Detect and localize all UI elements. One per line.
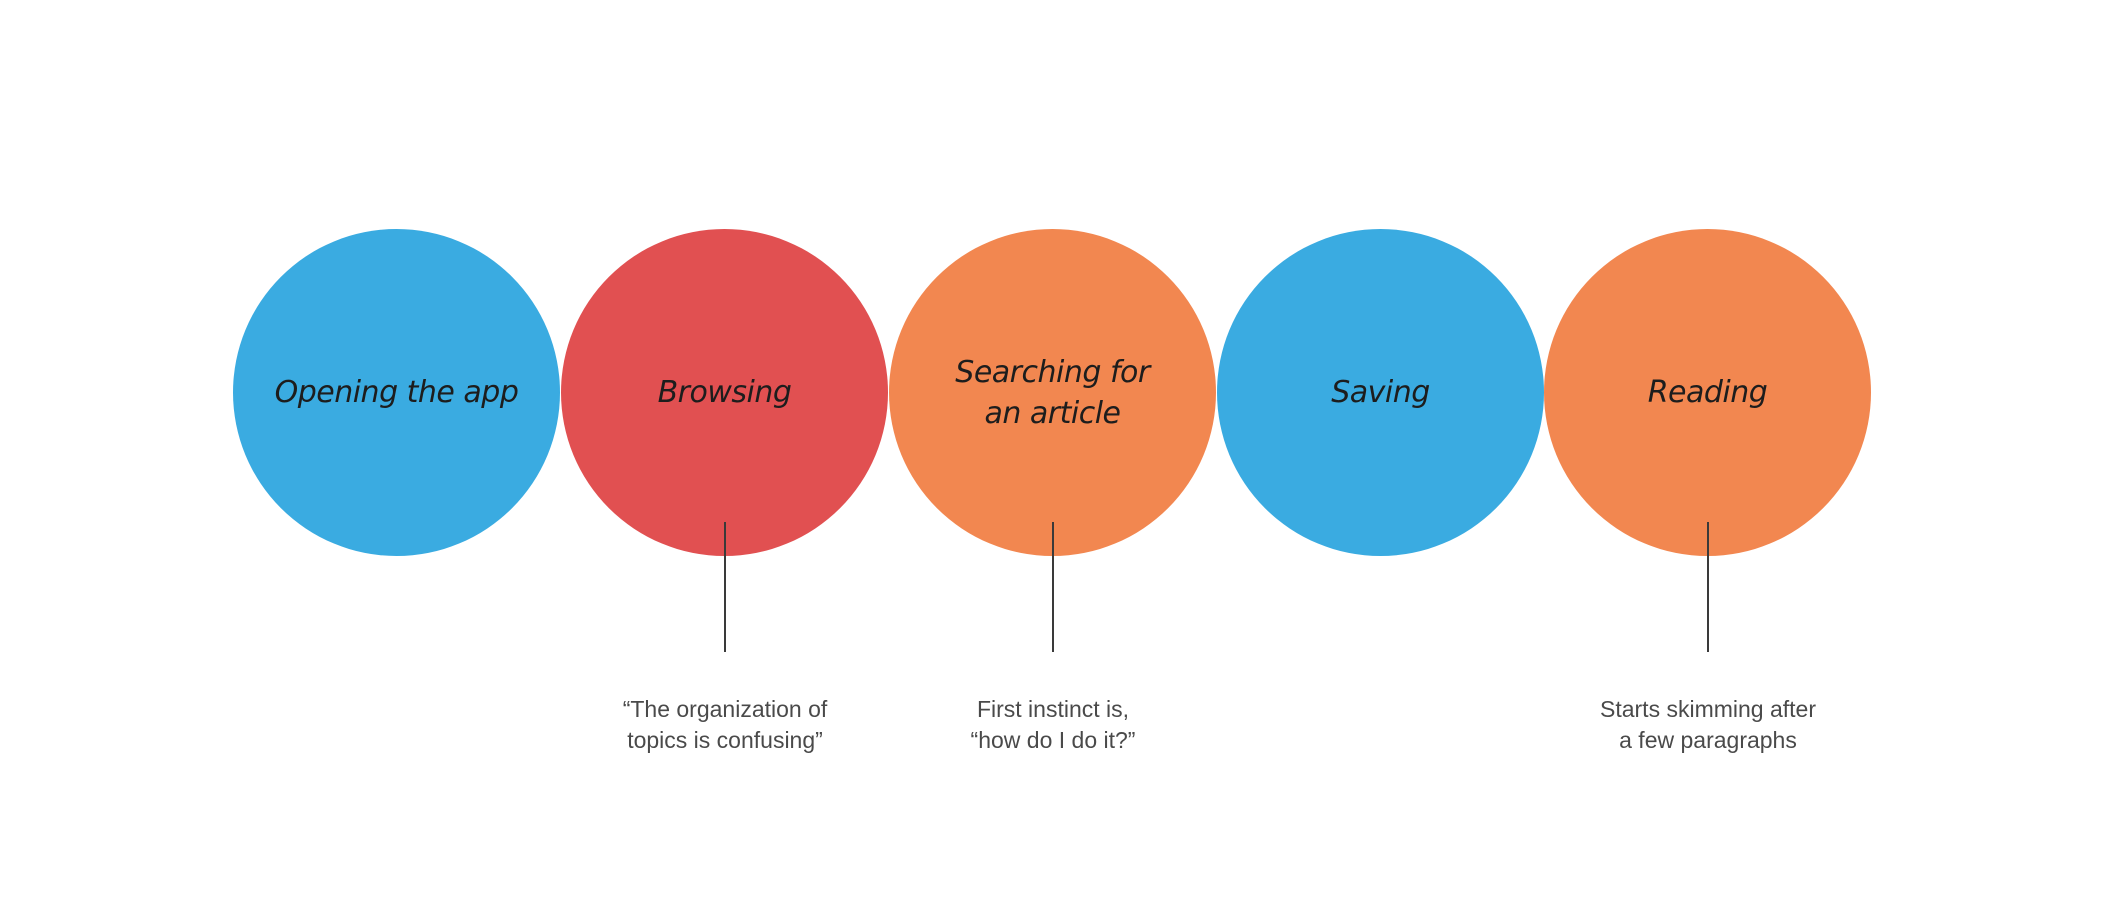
connector-line-searching [1052, 522, 1054, 652]
note-searching: First instinct is, “how do I do it?” [970, 696, 1136, 753]
note-browsing: “The organization of topics is confusing… [622, 696, 828, 753]
step-label: Saving [1331, 375, 1430, 410]
note-reading: Starts skimming after a few paragraphs [1600, 696, 1816, 753]
connector-line-browsing [724, 522, 726, 652]
step-label: Opening the app [274, 375, 519, 410]
step-browsing: Browsing [561, 229, 888, 556]
step-label: Reading [1647, 375, 1768, 410]
step-searching-for-an-article: Searching for an article [889, 229, 1216, 556]
step-reading: Reading [1544, 229, 1871, 556]
step-label: Browsing [657, 375, 792, 410]
step-label: Searching for an article [955, 354, 1150, 431]
step-saving: Saving [1217, 229, 1544, 556]
step-opening-the-app: Opening the app [233, 229, 560, 556]
connector-line-reading [1707, 522, 1709, 652]
